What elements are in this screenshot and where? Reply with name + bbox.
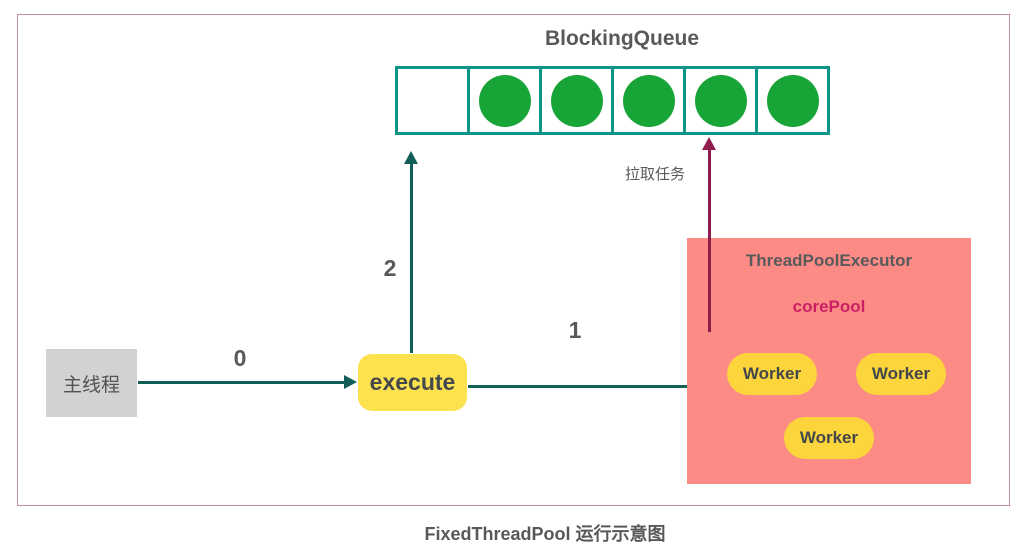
- step-0-label: 0: [233, 345, 247, 371]
- worker-node: Worker: [856, 353, 946, 395]
- task-dot-icon: [478, 74, 531, 127]
- step-2-label: 2: [383, 255, 397, 281]
- arrow-0-line: [138, 381, 345, 384]
- pull-task-label: 拉取任务: [625, 166, 686, 183]
- queue-cell: [398, 69, 467, 132]
- arrow-1-line: [468, 385, 697, 388]
- task-dot-icon: [550, 74, 603, 127]
- task-dot-icon: [694, 74, 747, 127]
- blocking-queue-title: BlockingQueue: [544, 27, 700, 50]
- task-dot-icon: [622, 74, 675, 127]
- main-thread-box: 主线程: [46, 349, 137, 417]
- execute-box: execute: [358, 354, 467, 411]
- worker-node: Worker: [784, 417, 874, 459]
- core-pool-label: corePool: [792, 297, 866, 316]
- thread-pool-executor-box: ThreadPoolExecutor corePool Worker Worke…: [687, 238, 971, 484]
- worker-node: Worker: [727, 353, 817, 395]
- arrow-0-head-icon: [344, 375, 357, 389]
- blocking-queue: [395, 66, 830, 135]
- arrow-2-line: [410, 162, 413, 353]
- arrow-2-head-icon: [404, 151, 418, 164]
- queue-cell: [683, 69, 755, 132]
- task-dot-icon: [766, 74, 819, 127]
- queue-cell: [539, 69, 611, 132]
- diagram-caption: FixedThreadPool 运行示意图: [424, 524, 666, 544]
- pull-task-arrow-head-icon: [702, 137, 716, 150]
- queue-cell: [611, 69, 683, 132]
- diagram-frame: [17, 14, 1010, 506]
- pull-task-arrow-line: [708, 148, 711, 332]
- queue-cell: [755, 69, 827, 132]
- step-1-label: 1: [568, 317, 582, 343]
- queue-cell: [467, 69, 539, 132]
- thread-pool-executor-title: ThreadPoolExecutor: [745, 251, 913, 270]
